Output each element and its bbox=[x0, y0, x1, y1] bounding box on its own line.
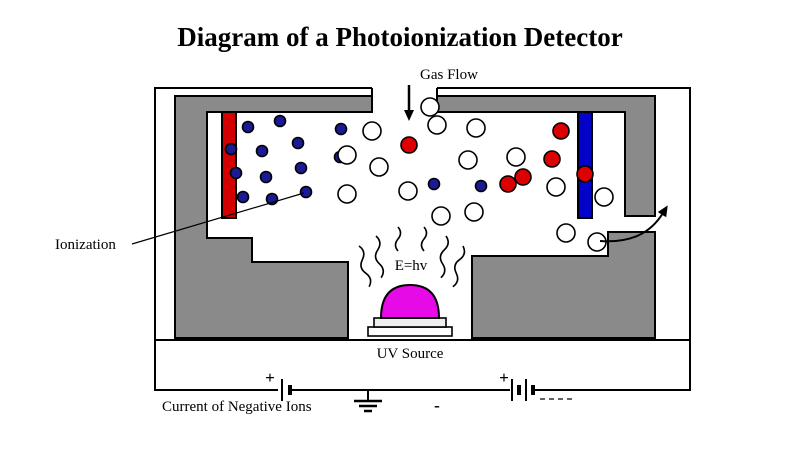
red-particle bbox=[499, 175, 517, 193]
blue-particle bbox=[291, 136, 305, 150]
uv-ray-icon bbox=[452, 245, 466, 288]
white-particle bbox=[362, 121, 382, 141]
chamber-wall-left bbox=[174, 95, 373, 339]
uv-ray-icon bbox=[420, 226, 428, 252]
blue-particle bbox=[474, 179, 488, 193]
gas-outlet-arrow bbox=[599, 205, 668, 243]
uv-lamp-dome bbox=[379, 283, 441, 319]
uv-lamp-base-upper bbox=[373, 317, 447, 328]
blue-particle bbox=[334, 122, 348, 136]
white-particle bbox=[398, 181, 418, 201]
red-particle bbox=[514, 168, 532, 186]
page-title: Diagram of a Photoionization Detector bbox=[177, 22, 622, 52]
white-particle bbox=[431, 206, 451, 226]
uv-lamp-base-lower bbox=[367, 326, 453, 337]
blue-particle bbox=[229, 166, 243, 180]
circuit-wire-left bbox=[154, 340, 278, 391]
right-electrode bbox=[577, 111, 593, 219]
white-particle bbox=[466, 118, 486, 138]
red-particle bbox=[400, 136, 418, 154]
blue-particle bbox=[259, 170, 273, 184]
white-particle bbox=[506, 147, 526, 167]
white-particle bbox=[546, 177, 566, 197]
uv-ray-icon bbox=[374, 235, 385, 279]
chamber-wall-right-bottom bbox=[471, 231, 656, 339]
white-particle bbox=[594, 187, 614, 207]
uv-rays bbox=[358, 226, 466, 288]
molecules-layer bbox=[224, 97, 614, 252]
blue-particle bbox=[294, 161, 308, 175]
uv-ray-icon bbox=[358, 245, 372, 288]
left-battery-plus-sign: + bbox=[265, 368, 275, 387]
white-particle bbox=[369, 157, 389, 177]
white-particle bbox=[420, 97, 440, 117]
uv-ray-icon bbox=[394, 226, 402, 252]
blue-particle bbox=[255, 144, 269, 158]
current-caption: Current of Negative Ions bbox=[162, 399, 312, 415]
energy-equation-label: E=hv bbox=[395, 258, 428, 274]
gas-flow-label: Gas Flow bbox=[420, 67, 478, 83]
red-particle bbox=[552, 122, 570, 140]
right-battery-plus-sign: + bbox=[499, 368, 509, 387]
uv-source-label: UV Source bbox=[377, 346, 444, 362]
white-particle bbox=[337, 145, 357, 165]
blue-particle bbox=[241, 120, 255, 134]
circuit-wire-right bbox=[533, 340, 691, 391]
red-particle bbox=[543, 150, 561, 168]
blue-particle bbox=[236, 190, 250, 204]
blue-particle bbox=[299, 185, 313, 199]
white-particle bbox=[337, 184, 357, 204]
ground-icon bbox=[354, 390, 382, 413]
blue-particle bbox=[273, 114, 287, 128]
right-battery-minus-sign: - bbox=[434, 396, 440, 415]
white-particle bbox=[427, 115, 447, 135]
uv-ray-icon bbox=[439, 235, 449, 279]
ionization-pointer-line bbox=[131, 192, 305, 245]
white-particle bbox=[458, 150, 478, 170]
blue-particle bbox=[427, 177, 441, 191]
white-particle bbox=[464, 202, 484, 222]
left-electrode bbox=[221, 111, 237, 219]
gas-inlet-neck bbox=[371, 88, 438, 96]
white-particle bbox=[556, 223, 576, 243]
ionization-label: Ionization bbox=[55, 237, 116, 253]
blue-particle bbox=[224, 142, 238, 156]
outer-casing bbox=[154, 87, 691, 341]
red-particle bbox=[576, 165, 594, 183]
